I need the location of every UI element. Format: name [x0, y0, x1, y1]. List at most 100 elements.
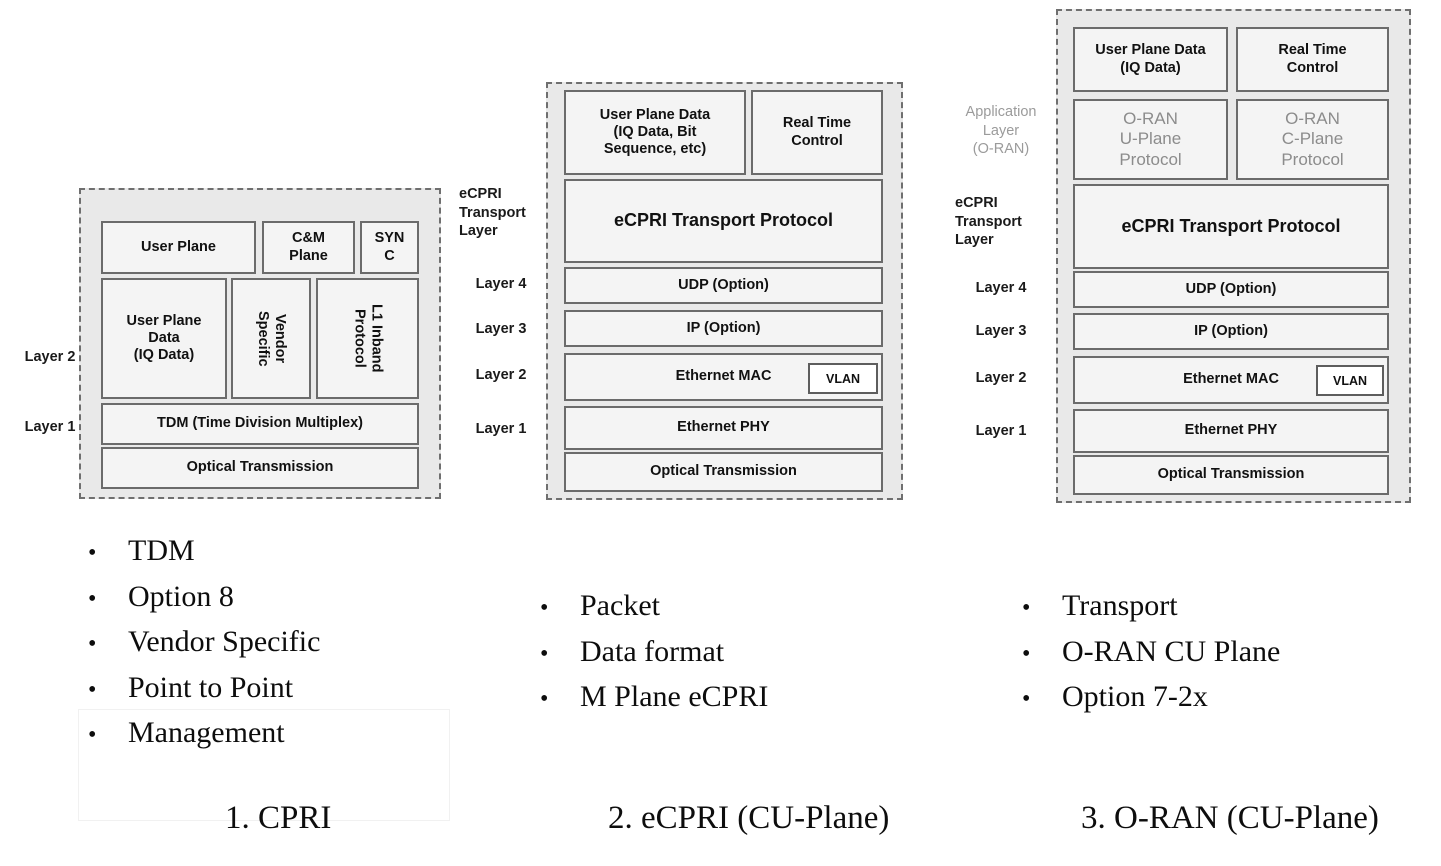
bullet-dot-icon: •: [88, 676, 97, 703]
bullet-item-label: TDM: [128, 534, 195, 567]
cpri-box-user-plane: User Plane: [101, 221, 256, 274]
cpri-box-tdm-label: TDM (Time Division Multiplex): [157, 415, 363, 432]
ecpri-layer-label-layer-1: Layer 1: [475, 421, 527, 437]
ecpri-box-vlan: VLAN: [808, 363, 878, 394]
bullet-item-label: Point to Point: [128, 670, 294, 704]
ecpri-box-udp-option-label: UDP (Option): [678, 276, 769, 293]
bullet-item-label: Option 7-2x: [1062, 680, 1208, 714]
oran-layer-label-application: Application Layer (O-RAN): [965, 104, 1037, 158]
oran-box-ethernet-mac-label: Ethernet MAC: [1183, 371, 1279, 388]
oran-box-vlan: VLAN: [1316, 365, 1384, 396]
ecpri-box-optical-transmission: Optical Transmission: [564, 452, 883, 492]
oran-box-ip-option: IP (Option): [1073, 313, 1389, 350]
ecpri-box-ip-option-label: IP (Option): [686, 319, 761, 336]
ecpri-box-ethernet-phy: Ethernet PHY: [564, 406, 883, 450]
bullet-dot-icon: •: [540, 595, 549, 621]
bullet-dot-icon: •: [1022, 595, 1031, 621]
bullet-item: • Data format: [540, 629, 768, 675]
bullet-dot-icon: •: [1022, 686, 1031, 713]
ecpri-layer-label-layer-4: Layer 4: [475, 276, 527, 292]
ecpri-layer-label-transport: eCPRI Transport Layer: [459, 186, 526, 240]
oran-box-optical-transmission: Optical Transmission: [1073, 455, 1389, 495]
caption-ecpri: 2. eCPRI (CU-Plane): [608, 800, 890, 836]
bullet-item: • Option 7-2x: [1022, 674, 1280, 720]
oran-box-ecpri-transport-protocol: eCPRI Transport Protocol: [1073, 184, 1389, 269]
ecpri-box-ip-option: IP (Option): [564, 310, 883, 347]
bullet-item-label: O-RAN CU Plane: [1062, 634, 1281, 668]
bullet-item: • Option 8: [88, 574, 320, 620]
bullet-dot-icon: •: [88, 722, 97, 749]
ecpri-box-ethernet-phy-label: Ethernet PHY: [677, 419, 770, 436]
oran-box-vlan-label: VLAN: [1332, 373, 1368, 388]
ecpri-box-ethernet-mac-label: Ethernet MAC: [675, 368, 772, 385]
bullet-item-label: Management: [128, 716, 285, 750]
bullet-item-label: Option 8: [128, 579, 234, 613]
ecpri-box-vlan-label: VLAN: [825, 371, 861, 386]
bullet-dot-icon: •: [540, 640, 549, 667]
bullet-list-ecpri: • Packet • Data format • M Plane eCPRI: [540, 583, 768, 720]
bullet-item-label: Data format: [580, 634, 725, 668]
cpri-box-tdm: TDM (Time Division Multiplex): [101, 403, 419, 445]
cpri-box-user-plane-label: User Plane: [141, 238, 216, 255]
bullet-item: • O-RAN CU Plane: [1022, 629, 1280, 675]
bullet-dot-icon: •: [88, 585, 97, 612]
bullet-item-label: Vendor Specific: [128, 625, 321, 659]
caption-cpri: 1. CPRI: [225, 800, 332, 836]
cpri-box-optical-transmission-label: Optical Transmission: [186, 459, 334, 476]
oran-box-udp-option-label: UDP (Option): [1185, 280, 1277, 297]
oran-layer-label-transport: eCPRI Transport Layer: [955, 195, 1022, 249]
bullet-list-cpri: •TDM•Option 8•Vendor Specific•Point to P…: [88, 528, 320, 756]
bullet-item-label: Transport: [1062, 589, 1178, 622]
cpri-layer-label-layer-2: Layer 2: [24, 349, 76, 365]
ecpri-box-optical-transmission-label: Optical Transmission: [650, 463, 797, 480]
oran-box-udp-option: UDP (Option): [1073, 271, 1389, 308]
bullet-item-label: Packet: [580, 589, 660, 622]
oran-box-ip-option-label: IP (Option): [1194, 322, 1268, 339]
bullet-dot-icon: •: [540, 686, 549, 713]
cpri-layer-label-layer-1: Layer 1: [24, 419, 76, 435]
ecpri-layer-label-layer-3: Layer 3: [475, 321, 527, 337]
bullet-list-frame-artifact: [78, 709, 450, 821]
oran-box-ecpri-transport-protocol-label: eCPRI Transport Protocol: [1121, 215, 1341, 236]
oran-layer-label-layer-3: Layer 3: [975, 323, 1027, 339]
ecpri-box-udp-option: UDP (Option): [564, 267, 883, 304]
bullet-item: • Packet: [540, 583, 768, 629]
oran-layer-label-layer-2: Layer 2: [975, 370, 1027, 386]
ecpri-box-ecpri-transport-protocol: eCPRI Transport Protocol: [564, 179, 883, 263]
oran-box-ethernet-phy-label: Ethernet PHY: [1184, 422, 1278, 439]
bullet-item: •TDM: [88, 528, 320, 574]
bullet-item: • Management: [88, 710, 320, 756]
cpri-box-optical-transmission: Optical Transmission: [101, 447, 419, 489]
bullet-dot-icon: •: [1022, 640, 1031, 667]
bullet-item-label: M Plane eCPRI: [580, 680, 769, 714]
bullet-item: • Vendor Specific: [88, 619, 320, 665]
oran-box-ethernet-phy: Ethernet PHY: [1073, 409, 1389, 453]
bullet-item: • Transport: [1022, 583, 1280, 629]
oran-box-user-plane-data-label: User Plane Data(IQ Data): [1095, 42, 1206, 76]
oran-box-optical-transmission-label: Optical Transmission: [1157, 466, 1305, 483]
caption-oran: 3. O-RAN (CU-Plane): [1081, 800, 1379, 836]
oran-box-user-plane-data: User Plane Data(IQ Data): [1073, 27, 1228, 92]
oran-layer-label-layer-4: Layer 4: [975, 280, 1027, 296]
bullet-dot-icon: •: [88, 631, 97, 658]
bullet-item: • Point to Point: [88, 665, 320, 711]
